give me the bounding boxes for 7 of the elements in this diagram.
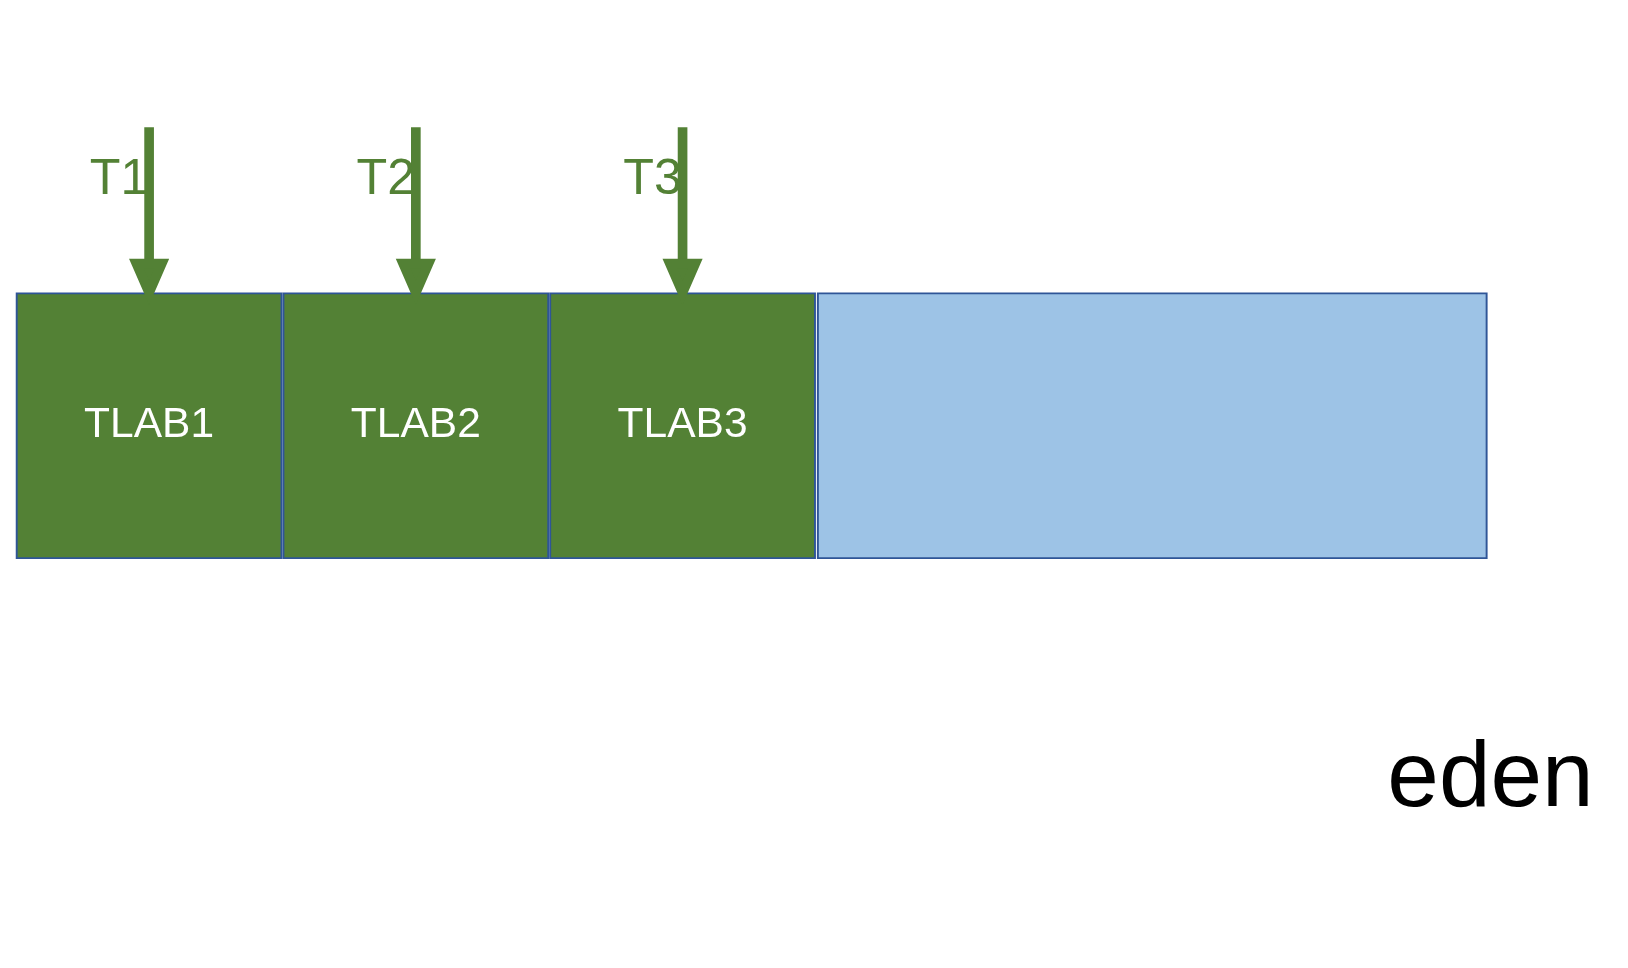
label: eden bbox=[1387, 722, 1594, 827]
edge-label: T2 bbox=[356, 149, 416, 206]
node-box: TLAB3 bbox=[549, 292, 816, 560]
node-box: TLAB1 bbox=[15, 292, 283, 560]
node-box bbox=[816, 292, 1488, 560]
edge-label: T3 bbox=[623, 149, 682, 206]
node-box: TLAB2 bbox=[282, 292, 550, 560]
